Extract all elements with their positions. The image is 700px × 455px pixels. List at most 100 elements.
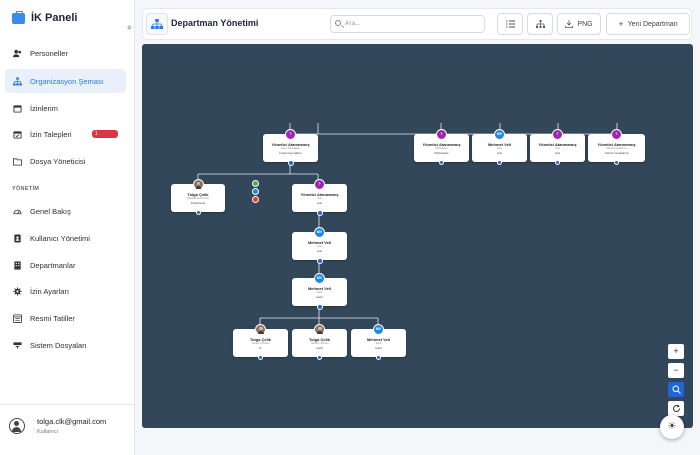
expand-node-toggle[interactable]: [614, 160, 619, 165]
calendar-check-icon: [13, 130, 22, 139]
zoom-out-button[interactable]: −: [668, 363, 684, 378]
sidebar-item-org-chart[interactable]: Organizasyon Şeması: [5, 69, 126, 93]
node-department: test: [317, 249, 322, 253]
minus-icon: −: [673, 365, 679, 375]
sidebar-item-label: Dosya Yöneticisi: [30, 156, 86, 166]
org-node[interactable]: ? Yönetici Atanmamış test test: [530, 129, 585, 165]
sidebar-item-izinlerim[interactable]: İzinlerim: [5, 96, 126, 120]
delete-node-icon[interactable]: [252, 196, 259, 203]
org-node[interactable]: Tolga Çelik Yazılım Uzmanı test3: [292, 324, 347, 360]
expand-node-toggle[interactable]: [317, 355, 322, 360]
collapse-node-toggle[interactable]: [316, 257, 323, 264]
expand-node-toggle[interactable]: [258, 355, 263, 360]
node-avatar: MV: [314, 273, 325, 284]
notification-badge: 1: [92, 130, 118, 138]
search-placeholder: Ara...: [345, 20, 361, 27]
expand-node-toggle[interactable]: [439, 160, 444, 165]
collapse-node-toggle[interactable]: [316, 209, 323, 216]
edit-node-icon[interactable]: [252, 188, 259, 195]
node-department: test3: [316, 346, 323, 350]
user-email: tolga.clk@gmail.com: [37, 417, 107, 426]
node-department: test: [317, 201, 322, 205]
node-subtitle: test: [317, 197, 322, 200]
node-name: Tolga Çelik: [308, 337, 331, 342]
org-chart-connectors: [197, 123, 618, 329]
add-node-icon[interactable]: [252, 180, 259, 187]
sidebar-item-resmi-tatiller[interactable]: Resmi Tatiller: [5, 306, 126, 330]
sidebar-item-sistem-dosyalari[interactable]: Sistem Dosyaları: [5, 333, 126, 357]
node-department: test: [555, 151, 560, 155]
sidebar-item-departmanlar[interactable]: Departmanlar: [5, 253, 126, 277]
node-name: Tolga Çelik: [187, 192, 209, 197]
expand-node-toggle[interactable]: [497, 160, 502, 165]
expand-node-toggle[interactable]: [195, 210, 201, 215]
new-department-button[interactable]: + Yeni Departman: [606, 13, 690, 35]
sidebar-item-izin-ayarlari[interactable]: İzin Ayarları: [5, 279, 126, 303]
plus-icon: +: [618, 19, 624, 29]
fit-view-button[interactable]: [668, 382, 684, 397]
sidebar-item-dosya-yoneticisi[interactable]: Dosya Yöneticisi: [5, 149, 126, 173]
node-avatar-photo: [314, 324, 325, 335]
folder-icon: [13, 157, 22, 166]
org-node[interactable]: MV Mehmet Veli test2 test2: [292, 273, 347, 310]
sidebar-item-label: Sistem Dosyaları: [30, 340, 87, 350]
node-name: Mehmet Veli: [487, 142, 512, 147]
zoom-in-button[interactable]: +: [668, 344, 684, 359]
sidebar-item-genel-bakis[interactable]: Genel Bakış: [5, 199, 126, 223]
node-avatar: MV: [373, 324, 384, 335]
reset-view-button[interactable]: [668, 401, 684, 416]
page-header: Departman Yönetimi Ara... PNG + Yeni Dep…: [142, 8, 692, 40]
org-node[interactable]: MV Mehmet Veli test test: [472, 129, 527, 165]
search-input[interactable]: Ara...: [330, 15, 485, 33]
node-department: test3: [375, 346, 382, 350]
node-avatar: ?: [611, 129, 622, 140]
list-view-button[interactable]: [497, 13, 523, 35]
node-subtitle: Pazarlama Uzmanı: [186, 197, 210, 200]
node-name: Mehmet Veli: [366, 337, 391, 342]
org-node[interactable]: Tolga Çelik Pazarlama Uzmanı Pazarlama: [171, 179, 259, 215]
node-avatar: ?: [285, 129, 296, 140]
sidebar-item-label: İzin Talepleri: [30, 129, 72, 139]
calendar-icon: [13, 104, 22, 113]
node-subtitle: test2: [316, 291, 323, 294]
sidebar-item-label: İzinlerim: [30, 103, 58, 113]
expand-node-toggle[interactable]: [376, 355, 381, 360]
gear-icon: [13, 286, 22, 296]
org-node[interactable]: Tolga Çelik Yazılım Uzmanı IT: [233, 324, 288, 360]
chart-view-button[interactable]: [527, 13, 553, 35]
user-role: Kullanıcı: [37, 429, 59, 435]
user-panel[interactable]: tolga.clk@gmail.com Kullanıcı: [0, 404, 135, 455]
org-node[interactable]: MV Mehmet Veli test3 test3: [351, 324, 406, 360]
expand-node-toggle[interactable]: [555, 160, 560, 165]
node-avatar-photo: [255, 324, 266, 335]
export-png-button[interactable]: PNG: [557, 13, 601, 35]
sidebar-item-label: Resmi Tatiller: [30, 313, 75, 323]
org-node[interactable]: MV Mehmet Veli test test: [292, 227, 347, 264]
node-subtitle: Yazılım Geliştirme: [606, 147, 627, 150]
node-subtitle: test3: [375, 342, 382, 345]
sidebar-item-label: Personeller: [30, 48, 68, 58]
org-node[interactable]: ? Yönetici Atanmamış Muhasebe Muhasebe: [414, 129, 469, 165]
org-node[interactable]: ? Yönetici Atanmamış test test: [292, 179, 347, 216]
app-brand[interactable]: İK Paneli: [12, 10, 78, 24]
gauge-icon: [13, 209, 22, 214]
sidebar-item-izin-talepleri[interactable]: İzin Talepleri 1: [5, 122, 126, 146]
sun-icon: ☀: [667, 421, 677, 432]
node-subtitle: test: [555, 147, 560, 150]
node-avatar: MV: [494, 129, 505, 140]
org-chart-canvas[interactable]: ? Yönetici Atanmamış İnsan Kaynakları İn…: [142, 44, 693, 428]
sidebar-item-personeller[interactable]: Personeller: [5, 41, 126, 65]
app-title: İK Paneli: [31, 12, 78, 24]
theme-toggle-button[interactable]: ☀: [660, 415, 684, 439]
section-label-admin: YÖNETİM: [12, 186, 40, 192]
collapse-node-toggle[interactable]: [316, 303, 323, 310]
org-node[interactable]: ? Yönetici Atanmamış Yazılım Geliştirme …: [588, 129, 645, 165]
node-subtitle: test: [317, 245, 322, 248]
sidebar-item-kullanici-yonetimi[interactable]: Kullanıcı Yönetimi: [5, 226, 126, 250]
collapse-sidebar-icon[interactable]: ‹›: [127, 22, 131, 33]
building-icon: [14, 260, 21, 270]
download-icon: [565, 20, 574, 28]
org-node[interactable]: ? Yönetici Atanmamış İnsan Kaynakları İn…: [263, 129, 318, 166]
node-department: Muhasebe: [434, 151, 449, 155]
collapse-node-toggle[interactable]: [287, 159, 294, 166]
